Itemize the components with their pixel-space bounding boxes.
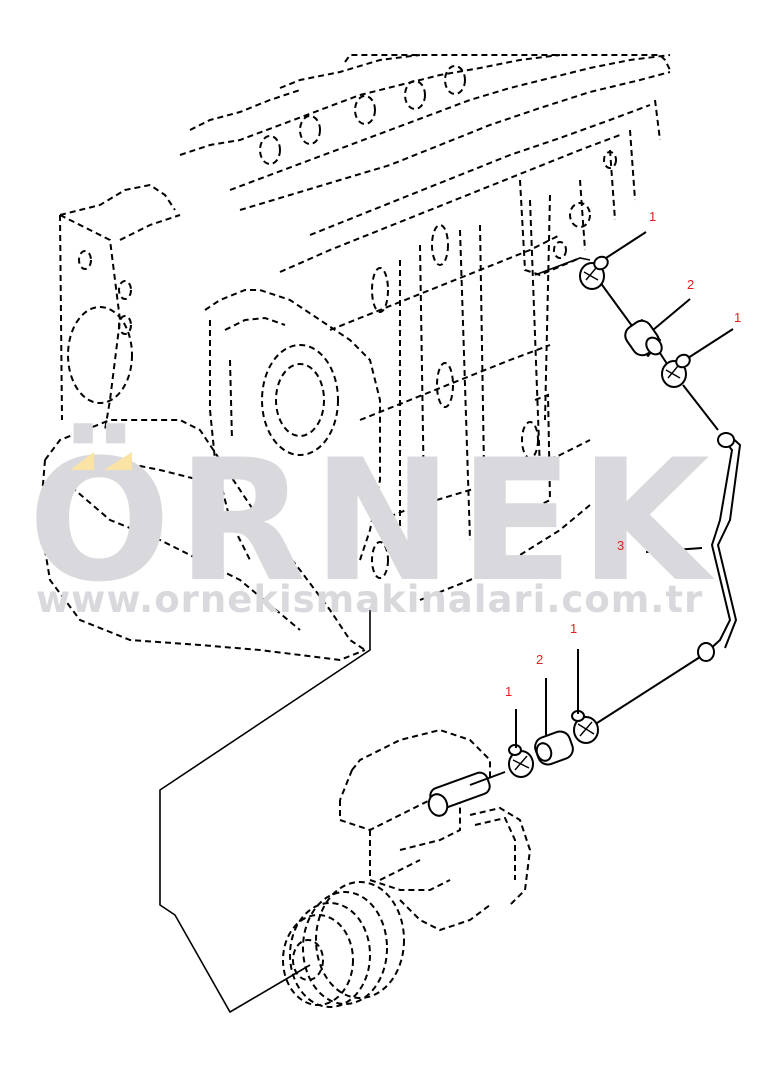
hose-sleeve-lower xyxy=(534,730,574,766)
callout-label-part-1: 1 xyxy=(649,209,657,224)
callout-label-part-1: 1 xyxy=(570,621,578,636)
lower-hose-assembly xyxy=(508,710,599,778)
assembly-reference-outline xyxy=(159,257,591,1014)
pipe-3 xyxy=(596,432,742,724)
umlaut-icon xyxy=(70,452,132,470)
air-compressor-drawing xyxy=(282,728,532,1008)
engine-block-drawing xyxy=(38,54,671,662)
hose-sleeve-upper xyxy=(624,319,663,357)
callout-label-part-2: 2 xyxy=(687,277,695,292)
hose-clamp-upper-2 xyxy=(661,353,691,388)
watermark-url: www.ornekismakinalari.com.tr xyxy=(36,578,704,621)
watermark-umlaut-marks xyxy=(70,448,140,470)
hose-clamp-upper-1 xyxy=(579,255,609,290)
compressor-outlet-fitting xyxy=(427,771,506,817)
callout-label-part-1: 1 xyxy=(734,310,742,325)
hose-clamp-lower-2 xyxy=(508,744,534,778)
watermark-logo: ÖRNEK xyxy=(28,423,716,619)
hose-clamp-lower-1 xyxy=(571,710,599,744)
callout-leaders xyxy=(515,231,734,748)
callout-label-part-3: 3 xyxy=(617,538,625,553)
callout-label-part-1: 1 xyxy=(505,684,513,699)
callout-label-part-2: 2 xyxy=(536,652,544,667)
upper-hose-assembly xyxy=(579,255,719,431)
